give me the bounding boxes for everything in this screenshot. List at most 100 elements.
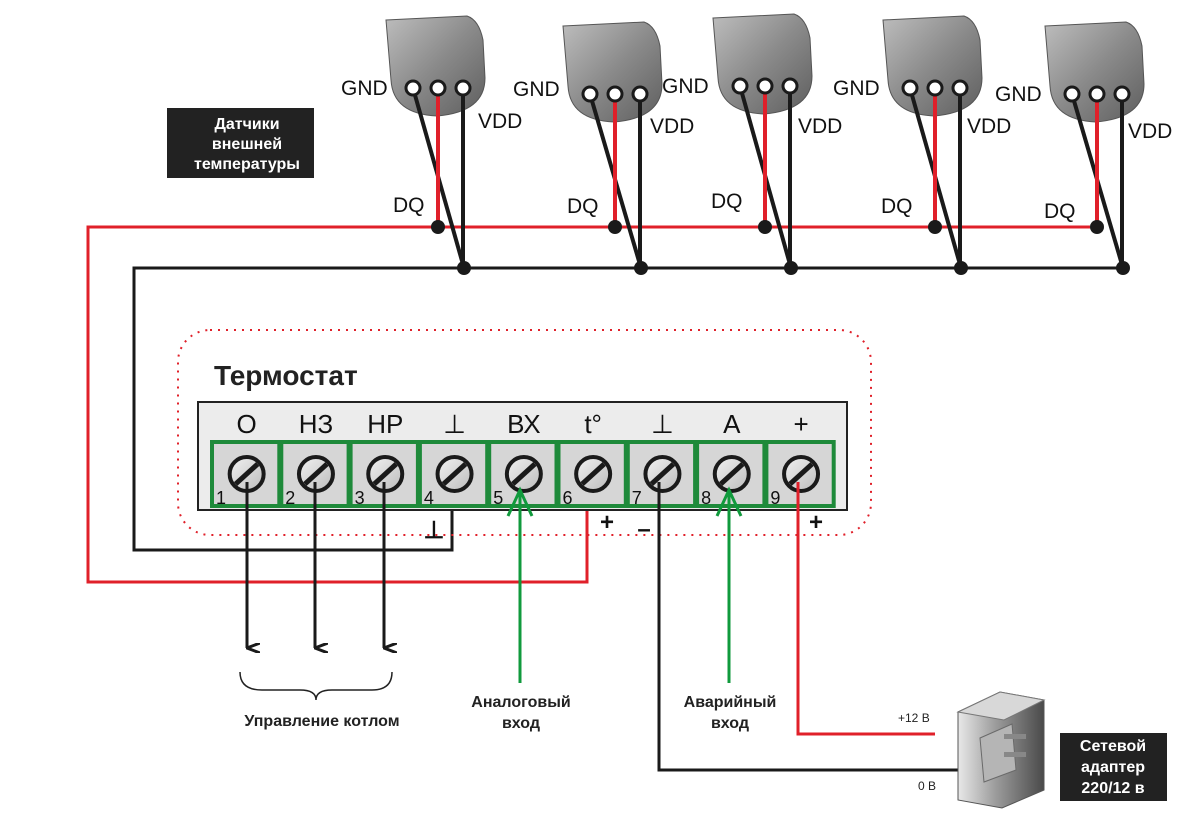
gnd-junction-dot	[457, 261, 471, 275]
ground-mark-4: ⊥	[424, 517, 445, 544]
sensor-dq-label: DQ	[567, 195, 599, 218]
plus-12v-label: +12 В	[898, 711, 930, 725]
analog-input-label-2: вход	[502, 715, 540, 732]
dq-junction-dot	[758, 220, 772, 234]
sensors-label-line-2: внешней	[212, 136, 282, 153]
sensor-pin	[756, 77, 774, 95]
terminal-number: 5	[493, 488, 503, 508]
sensor-gnd-label: GND	[513, 78, 560, 101]
zero-v-label: 0 В	[918, 779, 936, 793]
gnd-junction-dot	[784, 261, 798, 275]
adapter-label-line-1: Сетевой	[1080, 738, 1146, 755]
terminal-label: ⊥	[651, 409, 674, 439]
terminal-label: ⊥	[443, 409, 466, 439]
sensor-gnd-label: GND	[662, 75, 709, 98]
power-plus-wire	[796, 482, 935, 736]
sensor-body	[882, 15, 983, 117]
terminal-label: НЗ	[299, 409, 333, 439]
terminal-4: ⊥4	[417, 409, 490, 508]
sensors-label-box: Датчики внешней температуры	[167, 108, 314, 178]
sensor-pin	[901, 79, 919, 97]
terminal-9: +9	[764, 409, 836, 508]
sensor-body	[1044, 21, 1145, 123]
sensor-dq-label: DQ	[881, 195, 913, 218]
boiler-control-label: Управление котлом	[244, 713, 399, 730]
terminal-number: 4	[424, 488, 434, 508]
screw-slot	[719, 462, 745, 486]
terminal-number: 6	[563, 488, 573, 508]
terminal-3: НР 3	[348, 409, 420, 508]
terminal-number: 9	[770, 488, 780, 508]
dq-junction-dot	[608, 220, 622, 234]
terminal-number: 2	[285, 488, 295, 508]
sensor-pin	[926, 79, 944, 97]
analog-input-arrow	[506, 486, 534, 683]
sensor-pin	[429, 79, 447, 97]
screw-slot	[788, 462, 814, 486]
terminal-6: t° 6	[556, 409, 628, 508]
dq-junction-dot	[431, 220, 445, 234]
sensor-gnd-label: GND	[995, 83, 1042, 106]
screw-slot	[580, 462, 606, 486]
sensor-pin	[731, 77, 749, 95]
sensor-pin	[951, 79, 969, 97]
sensor-vdd-label: VDD	[798, 115, 842, 138]
adapter-label-line-3: 220/12 в	[1081, 780, 1144, 797]
sensor-pin	[606, 85, 624, 103]
power-zero-wire	[657, 482, 958, 772]
sensor-pin	[581, 85, 599, 103]
alarm-input-arrow	[715, 486, 743, 683]
screw-slot	[511, 462, 537, 486]
gnd-junction-dot	[954, 261, 968, 275]
sensor-dq-label: DQ	[393, 194, 425, 217]
sensor-5: GND VDD DQ	[995, 21, 1172, 275]
sensor-2: GND VDD DQ	[513, 21, 694, 275]
dq-junction-dot	[928, 220, 942, 234]
terminal-number: 8	[701, 488, 711, 508]
sensor-vdd-label: VDD	[478, 110, 522, 133]
terminal-label: ВХ	[507, 409, 541, 439]
screw-slot	[233, 462, 260, 486]
screw-slot	[303, 462, 329, 486]
sensors-label-line-1: Датчики	[214, 116, 279, 133]
dq-junction-dot	[1090, 220, 1104, 234]
sensor-pin	[781, 77, 799, 95]
sensor-pin	[1113, 85, 1131, 103]
sensor-pin	[1063, 85, 1081, 103]
sensor-dq-label: DQ	[1044, 200, 1076, 223]
boiler-brace	[239, 671, 393, 701]
terminal-label: НР	[367, 409, 403, 439]
sensor-pin	[404, 79, 422, 97]
terminal-number: 3	[355, 488, 365, 508]
sensor-body	[712, 13, 813, 115]
sensor-pin	[454, 79, 472, 97]
plus-mark-6: +	[600, 509, 614, 536]
terminal-label: А	[723, 409, 741, 439]
gnd-junction-dot	[634, 261, 648, 275]
sensor-pin	[1088, 85, 1106, 103]
adapter-label-box: Сетевой адаптер 220/12 в	[1060, 733, 1167, 801]
power-adapter-icon	[956, 691, 1046, 809]
terminal-label: t°	[584, 409, 602, 439]
screw-slot	[441, 462, 468, 486]
sensor-gnd-label: GND	[833, 77, 880, 100]
alarm-input-label-1: Аварийный	[684, 694, 777, 711]
sensor-pin	[631, 85, 649, 103]
thermostat-outline	[177, 329, 872, 536]
plus-mark-9: +	[809, 509, 823, 536]
terminal-number: 7	[632, 488, 642, 508]
sensor-body	[562, 21, 663, 123]
dq-bus-wire	[86, 225, 1090, 584]
minus-mark-7: –	[637, 516, 650, 543]
sensor-vdd-label: VDD	[1128, 120, 1172, 143]
terminal-number: 1	[216, 488, 226, 508]
gnd-junction-dot	[1116, 261, 1130, 275]
screw-slot	[649, 462, 676, 486]
sensor-vdd-label: VDD	[650, 115, 694, 138]
